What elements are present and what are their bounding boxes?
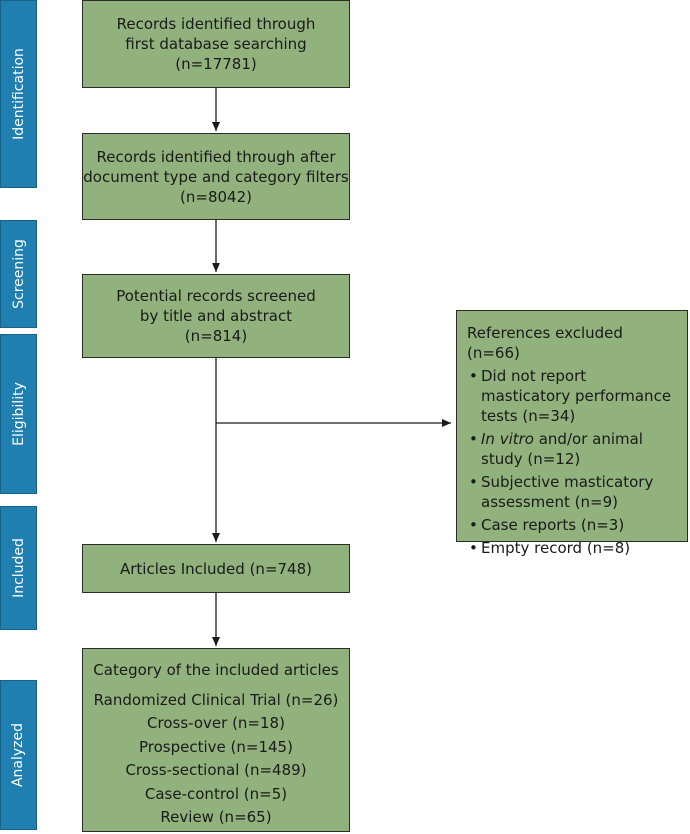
included-count: Articles Included (n=748) [119,559,312,578]
excluded-item: Did not report masticatory performance t… [467,366,679,426]
excluded-list: Did not report masticatory performance t… [467,366,679,558]
category-item: Randomized Clinical Trial (n=26) [93,690,339,709]
excluded-item: Empty record (n=8) [467,538,679,558]
box-text-line: (n=8042) [180,187,252,206]
box-text-line: document type and category filters [83,167,349,186]
excluded-item: In vitro and/or animal study (n=12) [467,429,679,469]
box-text-line: Potential records screened [116,287,316,305]
categories-box: Category of the included articles Random… [82,648,350,832]
category-item: Cross-sectional (n=489) [125,761,307,779]
records-filtered-box: Records identified through after documen… [82,133,350,220]
box-text-line: Records identified through after [96,147,336,166]
category-item: Review (n=65) [160,808,272,826]
box-text-line: (n=17781) [175,55,257,73]
categories-title: Category of the included articles [93,661,339,679]
references-excluded-box: References excluded (n=66) Did not repor… [456,310,688,558]
box-text-line: Records identified through [116,15,316,33]
records-screened-box: Potential records screened by title and … [82,274,350,358]
box-text-line: (n=814) [184,327,248,345]
box-text-line: by title and abstract [139,307,293,325]
box-text-line: first database searching [125,35,307,53]
stage-tab-analyzed: Analyzed [0,680,37,830]
stage-tab-screening: Screening [0,220,37,328]
category-item: Prospective (n=145) [139,737,293,756]
articles-included-box: Articles Included (n=748) [82,544,350,593]
records-identified-box: Records identified through first databas… [82,0,350,88]
category-item: Case-control (n=5) [144,784,288,803]
excluded-item: Case reports (n=3) [467,515,679,535]
stage-tab-identification: Identification [0,0,37,188]
category-item: Cross-over (n=18) [147,714,285,732]
stage-tab-eligibility: Eligibility [0,334,37,494]
excluded-item: Subjective masticatory assessment (n=9) [467,472,679,512]
excluded-title: References excluded (n=66) [467,324,623,362]
stage-tab-included: Included [0,506,37,630]
